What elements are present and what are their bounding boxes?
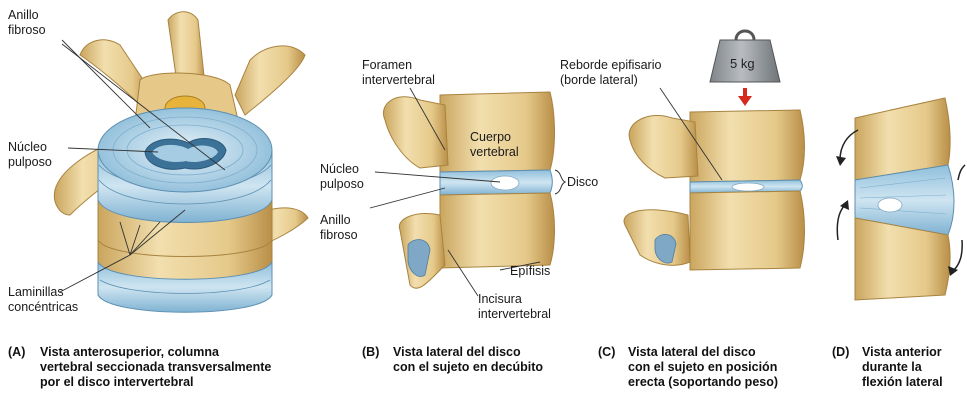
panel-b-label-foramen: Foramen intervertebral [362, 58, 435, 88]
panel-a-label-nucleus: Núcleo pulposo [8, 140, 52, 170]
panel-b-illustration [383, 92, 565, 288]
panel-d-caption: Vista anterior durante la flexión latera… [862, 345, 943, 390]
panel-b-caption-letter: (B) [362, 345, 379, 360]
panel-a-label-anulus: Anillo fibroso [8, 8, 46, 38]
panel-b-label-notch: Incisura intervertebral [478, 292, 551, 322]
panel-b-label-disc: Disco [567, 175, 598, 190]
panel-a-label-lamellae: Laminillas concéntricas [8, 285, 78, 315]
panel-a-caption-letter: (A) [8, 345, 25, 360]
panel-b-label-epiphysis: Epífisis [510, 264, 550, 279]
panel-c-caption-letter: (C) [598, 345, 615, 360]
panel-b-label-nucleus: Núcleo pulposo [320, 162, 364, 192]
panel-c-label-rim: Reborde epifisario (borde lateral) [560, 58, 661, 88]
panel-d-illustration [836, 98, 965, 300]
panel-a-caption: Vista anterosuperior, columna vertebral … [40, 345, 271, 390]
panel-a-illustration [54, 12, 308, 313]
panel-d-caption-letter: (D) [832, 345, 849, 360]
panel-c-caption: Vista lateral del disco con el sujeto en… [628, 345, 778, 390]
panel-b-caption: Vista lateral del disco con el sujeto en… [393, 345, 543, 375]
weight-label: 5 kg [730, 56, 755, 71]
panel-b-label-body: Cuerpo vertebral [470, 130, 519, 160]
panel-b-label-anulus: Anillo fibroso [320, 213, 358, 243]
